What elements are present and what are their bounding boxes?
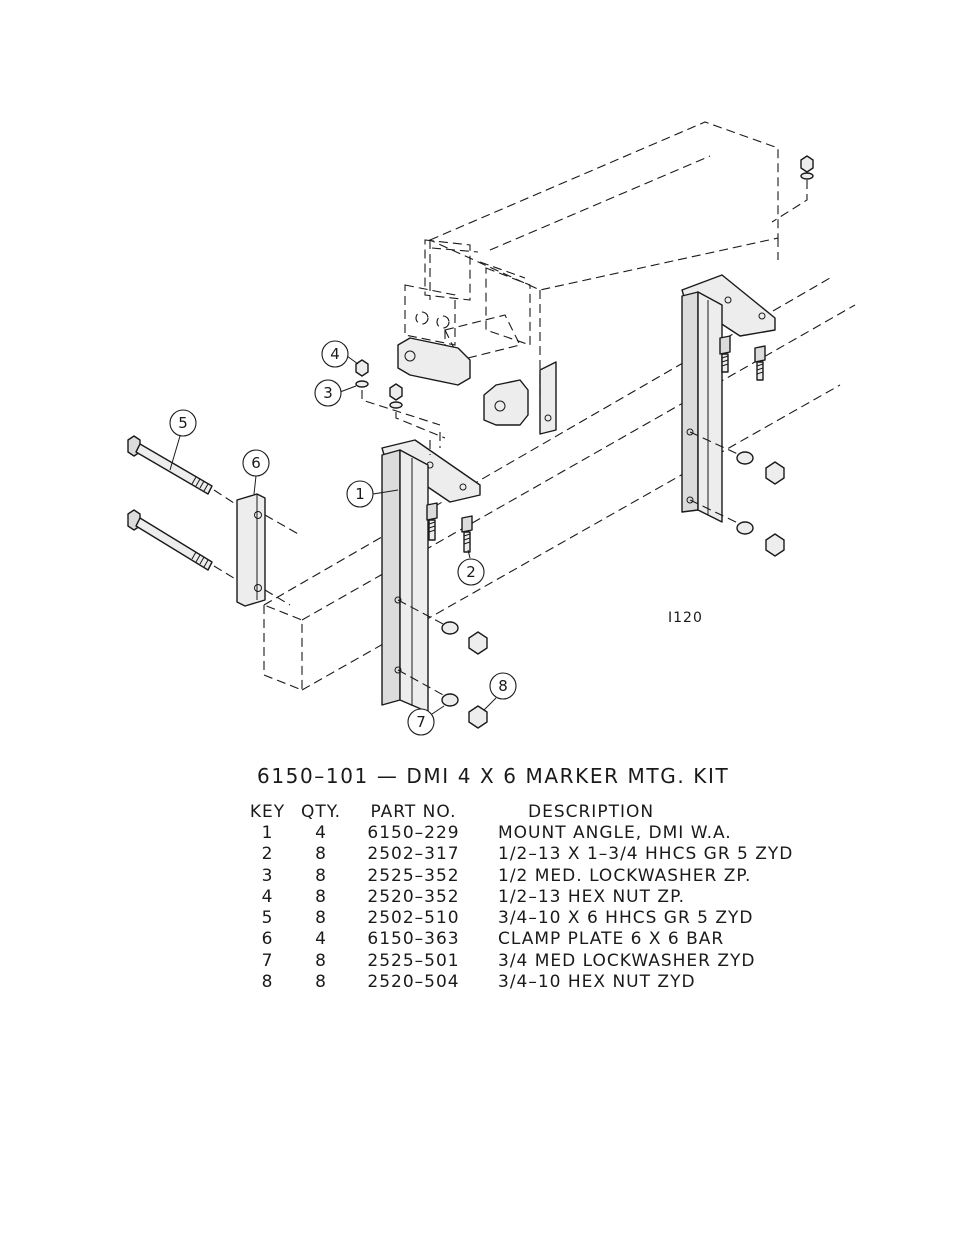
table-row: 3 8 2525–352 1/2 MED. LOCKWASHER ZP. xyxy=(240,865,793,886)
cell-part-no: 6150–363 xyxy=(367,929,460,950)
mount-angle-front xyxy=(381,439,481,713)
cell-qty: 4 xyxy=(315,929,327,950)
cell-qty: 8 xyxy=(315,865,327,886)
cell-part-no: 6150–229 xyxy=(367,822,460,843)
svg-text:4: 4 xyxy=(330,345,340,363)
cell-description: MOUNT ANGLE, DMI W.A. xyxy=(498,822,732,843)
header-part-no: PART NO. xyxy=(370,801,457,822)
cell-key: 6 xyxy=(261,929,274,950)
svg-text:6: 6 xyxy=(251,454,261,472)
cell-qty: 8 xyxy=(315,950,327,971)
cell-description: 3/4–10 HEX NUT ZYD xyxy=(498,972,696,993)
washers-nuts-right xyxy=(689,431,785,557)
table-row: 2 8 2502–317 1/2–13 X 1–3/4 HHCS GR 5 ZY… xyxy=(240,844,793,865)
svg-text:2: 2 xyxy=(466,563,476,581)
svg-text:8: 8 xyxy=(498,677,508,695)
svg-text:1: 1 xyxy=(355,485,365,503)
callout-1: 1 xyxy=(346,480,399,508)
callout-8: 8 xyxy=(483,672,517,711)
exploded-assembly-drawing: 1 2 3 4 5 6 7 8 I120 xyxy=(127,121,856,736)
cell-description: 1/2 MED. LOCKWASHER ZP. xyxy=(498,865,752,886)
cell-part-no: 2502–317 xyxy=(367,844,460,865)
svg-text:3: 3 xyxy=(323,384,333,402)
long-bolts xyxy=(127,435,301,606)
cell-qty: 8 xyxy=(315,908,327,929)
svg-text:5: 5 xyxy=(178,414,188,432)
svg-text:7: 7 xyxy=(416,713,426,731)
table-row: 5 8 2502–510 3/4–10 X 6 HHCS GR 5 ZYD xyxy=(240,907,793,928)
cell-key: 2 xyxy=(261,844,274,865)
table-row: 1 4 6150–229 MOUNT ANGLE, DMI W.A. xyxy=(240,822,793,843)
washers-nuts-front xyxy=(397,599,488,729)
callout-5: 5 xyxy=(169,409,197,471)
hitch-link-solid xyxy=(397,337,529,426)
clamp-plate xyxy=(236,493,266,607)
nuts-washers-small xyxy=(355,359,446,455)
cell-description: CLAMP PLATE 6 X 6 BAR xyxy=(498,929,725,950)
cell-part-no: 2525–352 xyxy=(367,865,460,886)
cell-description: 3/4 MED LOCKWASHER ZYD xyxy=(498,950,756,971)
bolts-right-upper xyxy=(719,335,766,381)
cell-description: 3/4–10 X 6 HHCS GR 5 ZYD xyxy=(498,908,754,929)
parts-table-header: KEY QTY. PART NO. DESCRIPTION xyxy=(240,801,793,822)
callout-3: 3 xyxy=(314,379,357,407)
cell-qty: 8 xyxy=(315,844,327,865)
drawing-id: I120 xyxy=(668,610,703,626)
cell-key: 4 xyxy=(261,886,274,907)
cell-part-no: 2525–501 xyxy=(367,950,460,971)
cell-qty: 4 xyxy=(315,822,327,843)
bolts-front xyxy=(426,502,473,553)
cell-key: 1 xyxy=(261,822,274,843)
parts-list-table: KEY QTY. PART NO. DESCRIPTION 1 4 6150–2… xyxy=(240,801,793,993)
cell-key: 5 xyxy=(261,908,274,929)
cell-part-no: 2502–510 xyxy=(367,908,460,929)
cell-description: 1/2–13 HEX NUT ZP. xyxy=(498,886,686,907)
callout-7: 7 xyxy=(407,705,445,736)
table-row: 8 8 2520–504 3/4–10 HEX NUT ZYD xyxy=(240,971,793,992)
header-qty: QTY. xyxy=(300,801,342,822)
cell-key: 7 xyxy=(261,950,274,971)
header-key: KEY xyxy=(249,801,286,822)
mount-angle-right xyxy=(539,274,776,523)
table-row: 7 8 2525–501 3/4 MED LOCKWASHER ZYD xyxy=(240,950,793,971)
cell-qty: 8 xyxy=(315,972,327,993)
callout-2: 2 xyxy=(457,549,485,586)
callout-6: 6 xyxy=(242,449,270,495)
table-row: 6 4 6150–363 CLAMP PLATE 6 X 6 BAR xyxy=(240,929,793,950)
cell-key: 3 xyxy=(261,865,274,886)
cell-key: 8 xyxy=(261,972,274,993)
table-row: 4 8 2520–352 1/2–13 HEX NUT ZP. xyxy=(240,886,793,907)
cell-qty: 8 xyxy=(315,886,327,907)
header-description: DESCRIPTION xyxy=(528,801,655,822)
callout-4: 4 xyxy=(321,340,359,368)
kit-title: 6150–101 — DMI 4 X 6 MARKER MTG. KIT xyxy=(257,764,730,788)
nut-washer-top-right xyxy=(771,155,814,223)
cell-part-no: 2520–504 xyxy=(367,972,460,993)
cell-description: 1/2–13 X 1–3/4 HHCS GR 5 ZYD xyxy=(498,844,794,865)
cell-part-no: 2520–352 xyxy=(367,886,460,907)
